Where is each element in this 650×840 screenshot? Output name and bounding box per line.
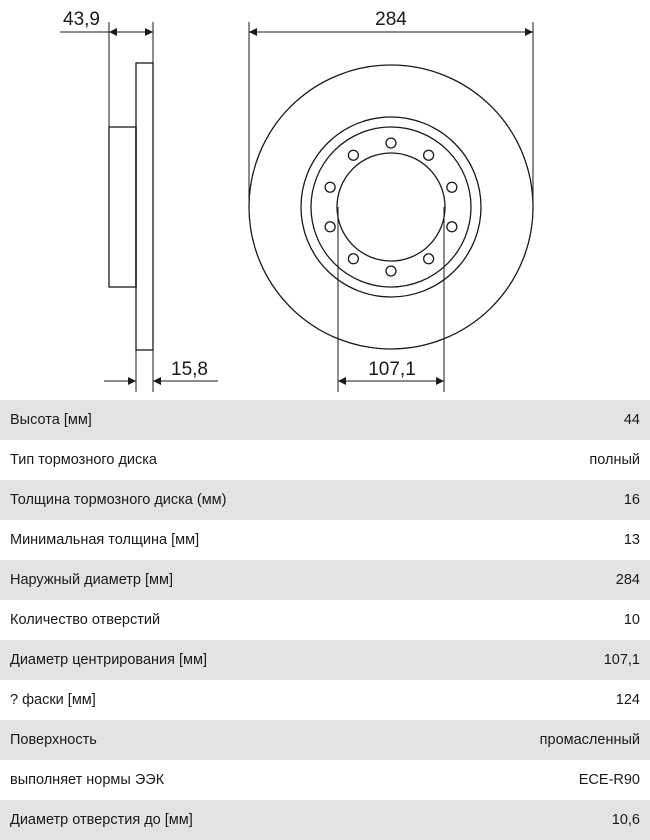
spec-row: Диаметр центрирования [мм] 107,1: [0, 640, 650, 680]
spec-row: Поверхность промасленный: [0, 720, 650, 760]
spec-value: 284: [615, 572, 640, 588]
overall-height-label: 43,9: [63, 9, 100, 30]
spec-label: выполняет нормы ЭЭК: [10, 772, 165, 788]
bolt-hole: [324, 221, 336, 233]
bolt-hole: [422, 253, 435, 265]
spec-label: Диаметр отверстия до [мм]: [10, 812, 193, 828]
spec-label: Диаметр центрирования [мм]: [10, 652, 208, 668]
spec-value: полный: [589, 452, 640, 468]
spec-label: Поверхность: [10, 732, 97, 748]
spec-value: 10,6: [611, 812, 640, 828]
disc-friction-ring-profile: [135, 62, 154, 351]
bolt-hole: [347, 149, 360, 161]
outer-diameter-label: 284: [375, 9, 407, 30]
spec-value: ECE-R90: [578, 772, 640, 788]
bolt-hole: [446, 181, 458, 193]
center-bore-circle: [336, 152, 446, 262]
spec-value: 13: [623, 532, 640, 548]
spec-row: Диаметр отверстия до [мм] 10,6: [0, 800, 650, 840]
bolt-hole: [446, 221, 458, 233]
spec-row: Тип тормозного диска полный: [0, 440, 650, 480]
spec-label: Наружный диаметр [мм]: [10, 572, 174, 588]
spec-value: промасленный: [539, 732, 640, 748]
spec-value: 16: [623, 492, 640, 508]
spec-value: 124: [615, 692, 640, 708]
hat-outer-circle: [310, 126, 472, 288]
bolt-hole-group: [324, 137, 458, 277]
spec-row: ? фаски [мм] 124: [0, 680, 650, 720]
bolt-hole: [422, 149, 435, 161]
friction-ring-inner-circle: [300, 116, 482, 298]
spec-label: Высота [мм]: [10, 412, 92, 428]
bolt-hole: [324, 181, 336, 193]
technical-drawing: 43,9 15,8 284 107,1: [0, 0, 650, 400]
centering-diameter-label: 107,1: [368, 359, 416, 380]
spec-row: выполняет нормы ЭЭК ECE-R90: [0, 760, 650, 800]
spec-value: 44: [623, 412, 640, 428]
spec-value: 10: [623, 612, 640, 628]
side-profile-view: [60, 22, 218, 392]
spec-row: Толщина тормозного диска (мм) 16: [0, 480, 650, 520]
front-view: [248, 22, 534, 392]
spec-row: Высота [мм] 44: [0, 400, 650, 440]
spec-row: Минимальная толщина [мм] 13: [0, 520, 650, 560]
spec-row: Наружный диаметр [мм] 284: [0, 560, 650, 600]
spec-label: ? фаски [мм]: [10, 692, 96, 708]
outer-disc-circle: [248, 64, 534, 350]
spec-label: Минимальная толщина [мм]: [10, 532, 200, 548]
disc-thickness-label: 15,8: [171, 359, 208, 380]
spec-label: Количество отверстий: [10, 612, 161, 628]
spec-row: Количество отверстий 10: [0, 600, 650, 640]
disc-hat-profile: [108, 126, 137, 288]
brake-disc-drawing: 43,9 15,8 284 107,1: [60, 9, 534, 392]
spec-label: Толщина тормозного диска (мм): [10, 492, 227, 508]
spec-label: Тип тормозного диска: [10, 452, 157, 468]
bolt-hole: [385, 137, 397, 149]
bolt-hole: [385, 265, 397, 277]
bolt-hole: [347, 253, 360, 265]
spec-value: 107,1: [603, 652, 640, 668]
